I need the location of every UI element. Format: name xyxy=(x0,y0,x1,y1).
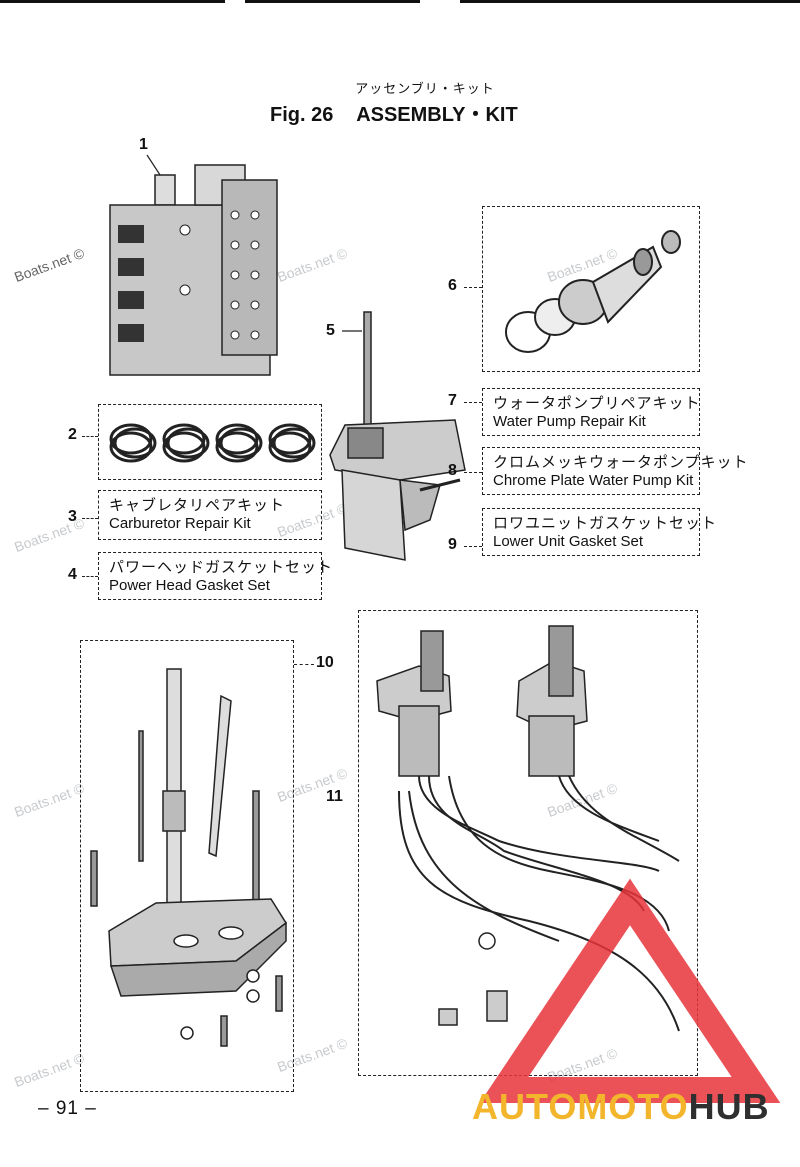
ring-set-illustration xyxy=(109,423,316,463)
leader-line xyxy=(464,472,482,473)
lower-unit-gasket-label: ロワユニットガスケットセット Lower Unit Gasket Set xyxy=(482,508,718,556)
leader-line xyxy=(82,576,98,577)
callout-8: 8 xyxy=(448,462,457,479)
leader-line xyxy=(464,287,482,288)
remote-control-box xyxy=(358,610,698,1076)
callout-6: 6 xyxy=(448,277,457,294)
callout-5: 5 xyxy=(326,322,335,339)
callout-1: 1 xyxy=(139,136,148,153)
leader-line xyxy=(464,402,482,403)
carburetor-kit-label: キャブレタリペアキット Carburetor Repair Kit xyxy=(98,490,322,540)
lower-unit-gasket-en: Lower Unit Gasket Set xyxy=(493,533,644,550)
water-pump-kit-label: ウォータポンプリペアキット Water Pump Repair Kit xyxy=(482,388,700,436)
brand-hub: HUB xyxy=(688,1086,770,1127)
leader-line xyxy=(82,436,98,437)
carburetor-kit-en: Carburetor Repair Kit xyxy=(109,515,251,532)
water-pump-box xyxy=(482,206,700,372)
carburetor-kit-jp: キャブレタリペアキット xyxy=(109,497,286,514)
drive-shaft-box xyxy=(80,640,294,1092)
chrome-pump-kit-label: クロムメッキウォータポンプキット Chrome Plate Water Pump… xyxy=(482,447,749,495)
drive-shaft-illustration xyxy=(90,668,287,1047)
top-rule xyxy=(0,0,800,3)
remote-control-illustration xyxy=(376,625,680,1032)
callout-4: 4 xyxy=(68,566,77,583)
water-pump-illustration xyxy=(505,230,681,353)
chrome-pump-kit-jp: クロムメッキウォータポンプキット xyxy=(493,454,749,471)
page-number: – 91 – xyxy=(38,1098,97,1119)
power-head-gasket-en: Power Head Gasket Set xyxy=(109,577,270,594)
brand-automoto: AUTOMOTO xyxy=(472,1086,689,1127)
power-head-gasket-label: パワーヘッドガスケットセット Power Head Gasket Set xyxy=(98,552,334,600)
callout-2: 2 xyxy=(68,426,77,443)
ring-set-box xyxy=(98,404,322,480)
lower-unit-gasket-jp: ロワユニットガスケットセット xyxy=(493,515,718,532)
callout-9: 9 xyxy=(448,536,457,553)
title-text: ASSEMBLY・KIT xyxy=(356,104,518,126)
top-rule-gap xyxy=(420,0,460,3)
water-pump-kit-en: Water Pump Repair Kit xyxy=(493,413,646,430)
power-head-gasket-jp: パワーヘッドガスケットセット xyxy=(109,559,334,576)
water-pump-kit-jp: ウォータポンプリペアキット xyxy=(493,395,701,412)
callout-10: 10 xyxy=(316,654,334,671)
callout-3: 3 xyxy=(68,508,77,525)
callout-7: 7 xyxy=(448,392,457,409)
leader-line xyxy=(294,664,314,665)
fig-label: Fig. 26 xyxy=(270,104,334,126)
leader-line xyxy=(82,518,98,519)
leader-line xyxy=(464,546,482,547)
kana-title: アッセンブリ・キット xyxy=(355,81,495,96)
top-rule-gap xyxy=(225,0,245,3)
callout-11: 11 xyxy=(326,788,343,805)
brand-logo: AUTOMOTOHUB xyxy=(472,1086,770,1128)
chrome-pump-kit-en: Chrome Plate Water Pump Kit xyxy=(493,472,694,489)
page-title: Fig. 26 ASSEMBLY・KIT xyxy=(270,98,518,127)
